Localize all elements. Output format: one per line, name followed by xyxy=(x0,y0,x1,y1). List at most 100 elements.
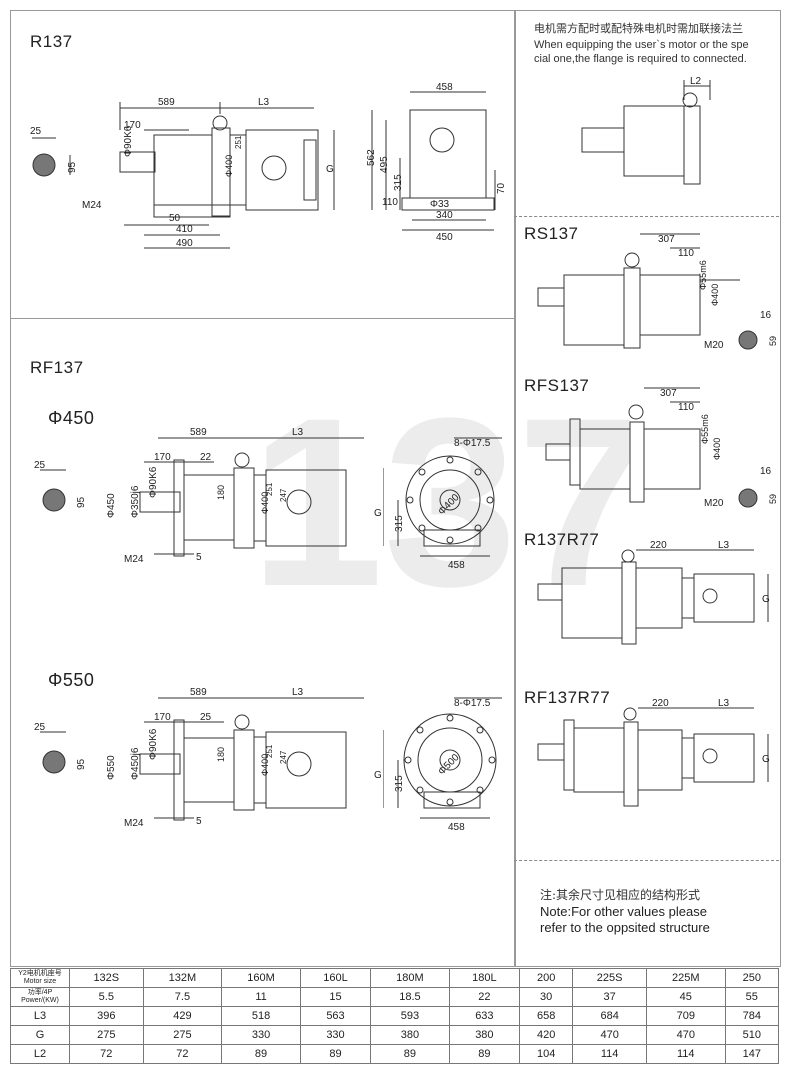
rf450-pcd: Φ400 xyxy=(436,492,462,518)
table-row: Y2电机机座号 Motor size 132S 132M 160M 160L 1… xyxy=(10,968,780,988)
r137-end-view: 458 562 495 315 70 110 Φ33 340 450 xyxy=(366,82,507,243)
flange-detail: L2 xyxy=(581,76,711,185)
rf550-pcd: Φ500 xyxy=(436,752,462,778)
r137-d170: 170 xyxy=(124,120,141,131)
rfs137-m6: Φ55m6 xyxy=(700,414,710,444)
title-r137r77: R137R77 xyxy=(524,530,600,549)
rf450-bolt: 8-Φ17.5 xyxy=(454,438,491,449)
table-cell: 45 xyxy=(645,987,726,1007)
rf550-d247: 247 xyxy=(279,750,288,764)
rs137-d59: 59 xyxy=(768,336,778,346)
table-cell: 563 xyxy=(299,1006,372,1026)
rs137-d110: 110 xyxy=(678,248,694,259)
rf450-d5: 5 xyxy=(196,552,202,563)
table-cell: 55 xyxy=(724,987,780,1007)
rf550-d458: 458 xyxy=(448,822,465,830)
watermark-text: 137 xyxy=(250,380,630,600)
r137-s110: 110 xyxy=(382,197,398,208)
table-cell: 132M xyxy=(142,968,223,988)
rfs137-d400: Φ400 xyxy=(712,438,722,460)
table-cell: 510 xyxy=(724,1025,780,1045)
table-cell: 709 xyxy=(645,1006,726,1026)
r137-k6: Φ90K6 xyxy=(123,125,134,157)
r137-m24: M24 xyxy=(82,200,102,211)
table-cell: 22 xyxy=(448,987,520,1007)
table-cell: 225M xyxy=(645,968,726,988)
table-cell: 18.5 xyxy=(370,987,450,1007)
rf550-l3: L3 xyxy=(292,687,304,698)
rs137-m6: Φ55m6 xyxy=(698,260,708,290)
table-cell: 30 xyxy=(518,987,574,1007)
rfs137-m20: M20 xyxy=(704,498,724,509)
table-row: L2 72 72 89 89 89 89 104 114 114 147 xyxy=(10,1044,780,1064)
rf550-d180: 180 xyxy=(216,747,226,762)
r137-d25: 25 xyxy=(30,126,42,137)
table-cell: 470 xyxy=(645,1025,726,1045)
table-cell: 518 xyxy=(221,1006,301,1026)
table-cell: 89 xyxy=(299,1044,372,1064)
rfs137-d110: 110 xyxy=(678,402,694,413)
spec-table: Y2电机机座号 Motor size 132S 132M 160M 160L 1… xyxy=(10,968,780,1064)
rf550-d25b: 25 xyxy=(200,712,212,723)
rf450-d180: 180 xyxy=(216,485,226,500)
r137-d589: 589 xyxy=(158,97,175,108)
table-cell: 330 xyxy=(221,1025,301,1045)
table-cell: 275 xyxy=(142,1025,223,1045)
r137-d400: Φ400 xyxy=(224,155,234,177)
table-cell: 11 xyxy=(221,987,301,1007)
rf450-d25: 25 xyxy=(34,460,46,471)
rf550-end-view: 8-Φ17.5 Φ500 315 458 xyxy=(394,697,502,830)
rf550-d315: 315 xyxy=(394,775,405,792)
rf550-side-view: 25 95 Φ550 Φ450j6 Φ90K6 M24 5 170 25 589… xyxy=(34,687,384,829)
table-cell: 396 xyxy=(69,1006,144,1026)
r137r77-d220: 220 xyxy=(650,540,667,551)
title-rfs137: RFS137 xyxy=(524,376,590,395)
right-divider-2 xyxy=(514,860,779,861)
header-cn: Y2电机机座号 xyxy=(18,970,62,977)
rf450-d251: 251 xyxy=(265,482,274,496)
table-cell: 380 xyxy=(448,1025,520,1045)
r137-d490: 490 xyxy=(176,238,193,249)
title-rf137: RF137 xyxy=(30,358,84,377)
r137-d50: 50 xyxy=(169,213,181,224)
table-cell: 380 xyxy=(370,1025,450,1045)
table-row: 功率/4P Power/(KW) 5.5 7.5 11 15 18.5 22 3… xyxy=(10,987,780,1007)
table-cell: 114 xyxy=(645,1044,726,1064)
power-en: Power/(KW) xyxy=(21,997,59,1004)
rf137r77-l3: L3 xyxy=(718,698,730,709)
rs137-m20: M20 xyxy=(704,340,724,351)
r137-s450: 450 xyxy=(436,232,453,243)
r137-side-view: 25 95 M24 170 Φ90K6 589 L3 Φ400 251 G 50… xyxy=(30,97,335,249)
r137-d410: 410 xyxy=(176,224,193,235)
rf450-d315: 315 xyxy=(394,515,405,532)
r137-s315: 315 xyxy=(393,174,404,191)
title-rf137r77: RF137R77 xyxy=(524,688,611,707)
watermark: 137 xyxy=(250,380,630,600)
rs137-d400: Φ400 xyxy=(710,284,720,306)
table-cell: 89 xyxy=(370,1044,450,1064)
rf550-d400: Φ400 xyxy=(260,754,270,776)
table-cell: 132S xyxy=(69,968,144,988)
rs137-d16: 16 xyxy=(760,310,772,321)
r137-s562: 562 xyxy=(366,149,377,166)
table-cell: 15 xyxy=(299,987,372,1007)
title-phi550: Φ550 xyxy=(48,670,95,690)
table-header-cell: Y2电机机座号 Motor size xyxy=(10,968,70,988)
table-cell: 160M xyxy=(221,968,301,988)
rf450-d450: Φ450 xyxy=(106,493,117,518)
right-divider-1 xyxy=(514,216,779,217)
rf137r77-view: 220 L3 G xyxy=(537,698,770,807)
rf137r77-d220: 220 xyxy=(652,698,669,709)
rs137-d307: 307 xyxy=(658,234,675,245)
table-cell: 104 xyxy=(518,1044,574,1064)
r137-d95: 95 xyxy=(67,161,78,173)
title-rs137: RS137 xyxy=(524,224,579,243)
right-frame xyxy=(514,10,781,967)
r137-g: G xyxy=(326,164,334,175)
table-cell: 633 xyxy=(448,1006,520,1026)
table-cell: 330 xyxy=(299,1025,372,1045)
r137-s340: 340 xyxy=(436,210,453,221)
bottom-note-cn: 注:其余尺寸见相应的结构形式 xyxy=(540,888,701,902)
table-cell: 420 xyxy=(518,1025,574,1045)
r137-s495: 495 xyxy=(379,156,390,173)
